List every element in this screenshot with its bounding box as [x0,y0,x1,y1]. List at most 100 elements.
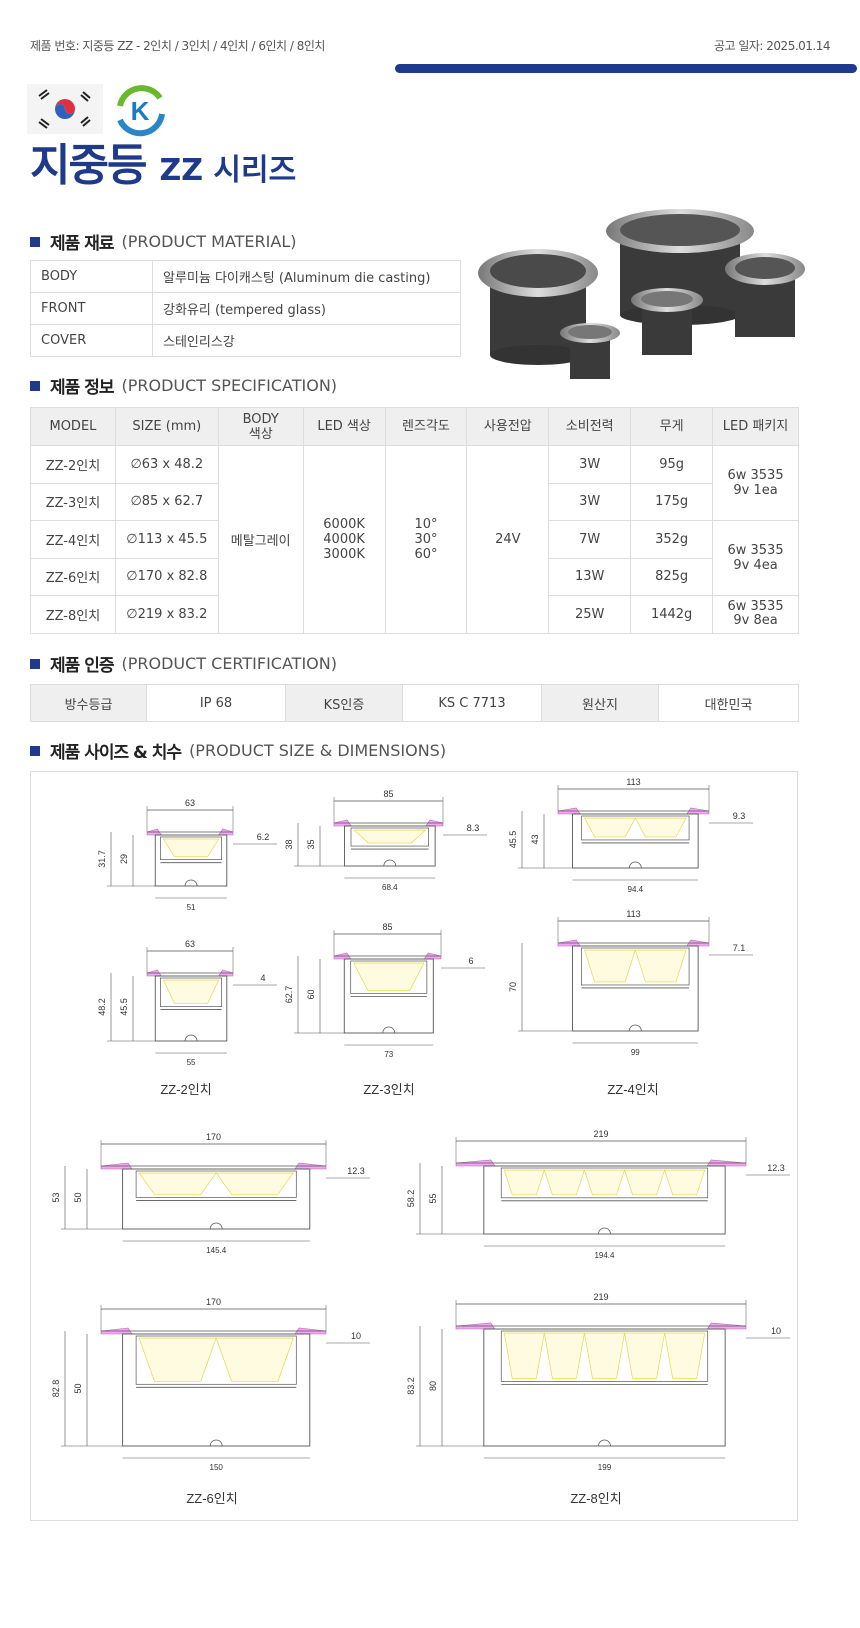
power-cell: 3W [548,482,632,521]
table-row: 방수등급 IP 68 KS인증 KS C 7713 원산지 대한민국 [30,684,799,722]
dim-label-side: 12.3 [767,1163,785,1173]
dim-label-height: 45.5 [508,831,518,849]
package-cell: 6w 3535 9v 1ea [712,445,799,521]
cable-notch [383,859,397,867]
drawing-caption: ZZ-3인치 [363,1082,414,1097]
lens-angle-cell: 10° 30° 60° [384,445,468,634]
ks-logo: K [117,85,165,137]
lens [583,817,636,838]
lens [584,949,636,983]
col-header: 무게 [630,407,714,446]
bullet-icon [30,380,40,391]
dim-label-top: 170 [206,1132,221,1142]
lens [215,1172,294,1195]
cable-notch [628,1024,642,1032]
heading-ko: 제품 인증 [50,656,114,676]
ks-letter: K [131,96,150,126]
power-cell: 7W [548,520,632,559]
heading-en: (PRODUCT CERTIFICATION) [121,654,337,673]
dim-label-bottom: 73 [384,1050,393,1059]
power-cell: 25W [548,595,632,634]
body-outline [122,1168,311,1230]
dim-label-top: 219 [593,1129,608,1139]
voltage-cell: 24V [466,445,550,634]
cable-notch [209,1222,223,1230]
dim-label-height-inner: 60 [306,989,316,999]
power-cell: 13W [548,557,632,596]
dim-label-height-inner: 50 [73,1383,83,1393]
cert-table: 방수등급 IP 68 KS인증 KS C 7713 원산지 대한민국 [30,684,799,722]
size-cell: ∅85 x 62.7 [114,482,219,521]
body-outline [572,813,699,869]
body-outline [344,825,436,867]
cable-notch [209,1439,223,1447]
body-color-cell: 메탈그레이 [217,445,304,634]
dim-label-height-inner: 45.5 [119,998,129,1016]
body-outline [154,834,228,887]
section-heading-dims: 제품 사이즈 & 치수(PRODUCT SIZE & DIMENSIONS) [30,738,446,763]
lens [138,1337,217,1382]
model-cell: ZZ-8인치 [30,595,116,634]
body-outline [343,958,434,1034]
dim-label-side: 10 [351,1331,361,1341]
cable-notch [184,1034,198,1042]
weight-cell: 175g [630,482,714,521]
dim-label-height-inner: 35 [306,839,316,849]
dim-label-height: 70 [508,982,518,992]
origin-label: 원산지 [541,684,659,722]
drawing-caption: ZZ-2인치 [160,1082,211,1097]
lens-housing [500,1330,709,1382]
header-bar [395,64,857,73]
weight-cell: 352g [630,520,714,559]
dim-label-side: 9.3 [733,811,746,821]
lens [138,1172,217,1195]
model-cell: ZZ-3인치 [30,482,116,521]
lens [162,979,220,1004]
lamp-2inch-a [631,288,703,355]
size-cell: ∅113 x 45.5 [114,520,219,559]
dim-label-height: 48.2 [97,998,107,1016]
product-number: 제품 번호: 지중등 ZZ - 2인치 / 3인치 / 4인치 / 6인치 / … [30,39,325,53]
dim-label-bottom: 199 [598,1463,612,1472]
dim-label-side: 12.3 [347,1166,365,1176]
cable-notch [184,879,198,887]
col-header: BODY 색상 [217,407,304,446]
row-value: 강화유리 (tempered glass) [152,292,461,325]
dim-label-side: 6 [468,956,473,966]
title-main: 지중등 [30,140,147,191]
lens-housing [135,1335,297,1385]
lamp-2inch-b [560,323,620,379]
origin-value: 대한민국 [658,684,799,722]
col-header: MODEL [30,407,116,446]
model-cell: ZZ-4인치 [30,520,116,559]
cable-notch [598,1227,611,1235]
lens [543,1332,585,1379]
dim-label-side: 7.1 [733,943,746,953]
weight-cell: 1442g [630,595,714,634]
dim-label-side: 10 [771,1326,781,1336]
dim-label-height: 38 [284,839,294,849]
drawing-caption: ZZ-8인치 [570,1491,621,1506]
bullet-icon [30,658,40,669]
col-header: 렌즈각도 [384,407,468,446]
col-header: LED 패키지 [712,407,799,446]
package-cell: 6w 3535 9v 8ea [712,595,799,634]
dim-label-height-inner: 29 [119,854,129,864]
weight-cell: 95g [630,445,714,484]
dim-label-height-inner: 80 [428,1381,438,1391]
waterproof-value: IP 68 [146,684,286,722]
lens [664,1169,706,1196]
dim-label-side: 4 [260,973,265,983]
col-header: SIZE (mm) [114,407,219,446]
notice-date: 공고 일자: 2025.01.14 [713,39,831,53]
lamp-8inch [606,209,754,325]
dim-label-height: 53 [51,1192,61,1202]
lens [353,829,427,844]
